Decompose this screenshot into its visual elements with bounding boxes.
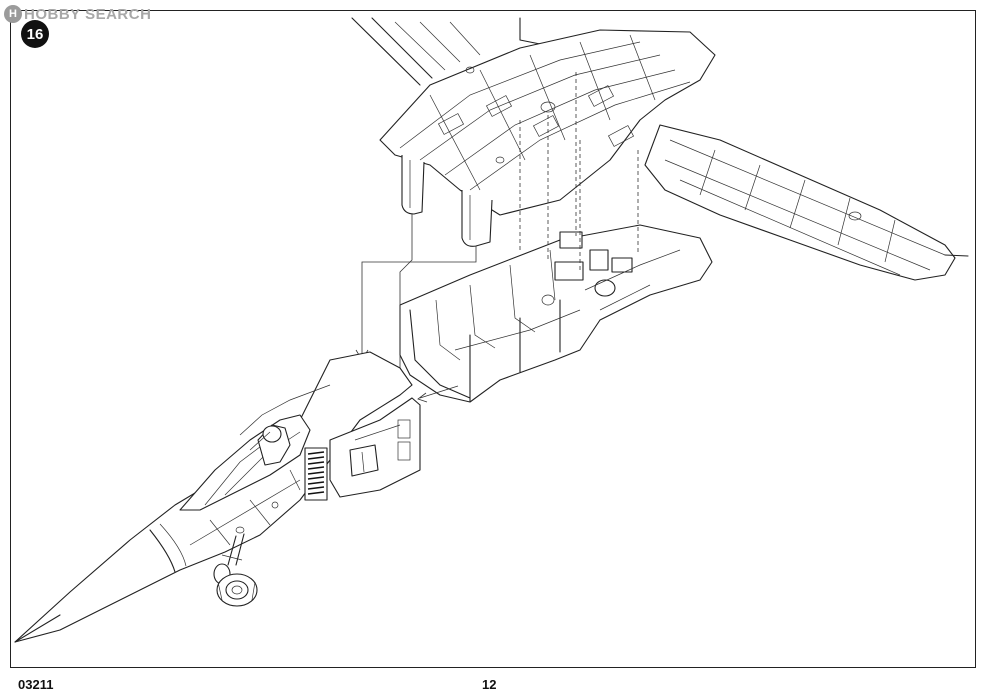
vent-panel: [304, 447, 328, 501]
assembly-guide-lines: [355, 72, 639, 403]
wing-assembly: [351, 17, 969, 281]
page-number: 12: [482, 677, 497, 692]
step-number-badge: 16: [21, 20, 49, 48]
watermark-logo-icon: H: [4, 5, 22, 23]
forward-fuselage: [14, 351, 421, 643]
center-fuselage-section: [399, 224, 713, 403]
nose-landing-gear: [213, 533, 258, 607]
watermark-text: HOBBY SEARCH: [24, 5, 152, 23]
page-frame: [10, 10, 976, 668]
product-code: 03211: [18, 677, 54, 692]
watermark: H HOBBY SEARCH: [4, 3, 151, 25]
